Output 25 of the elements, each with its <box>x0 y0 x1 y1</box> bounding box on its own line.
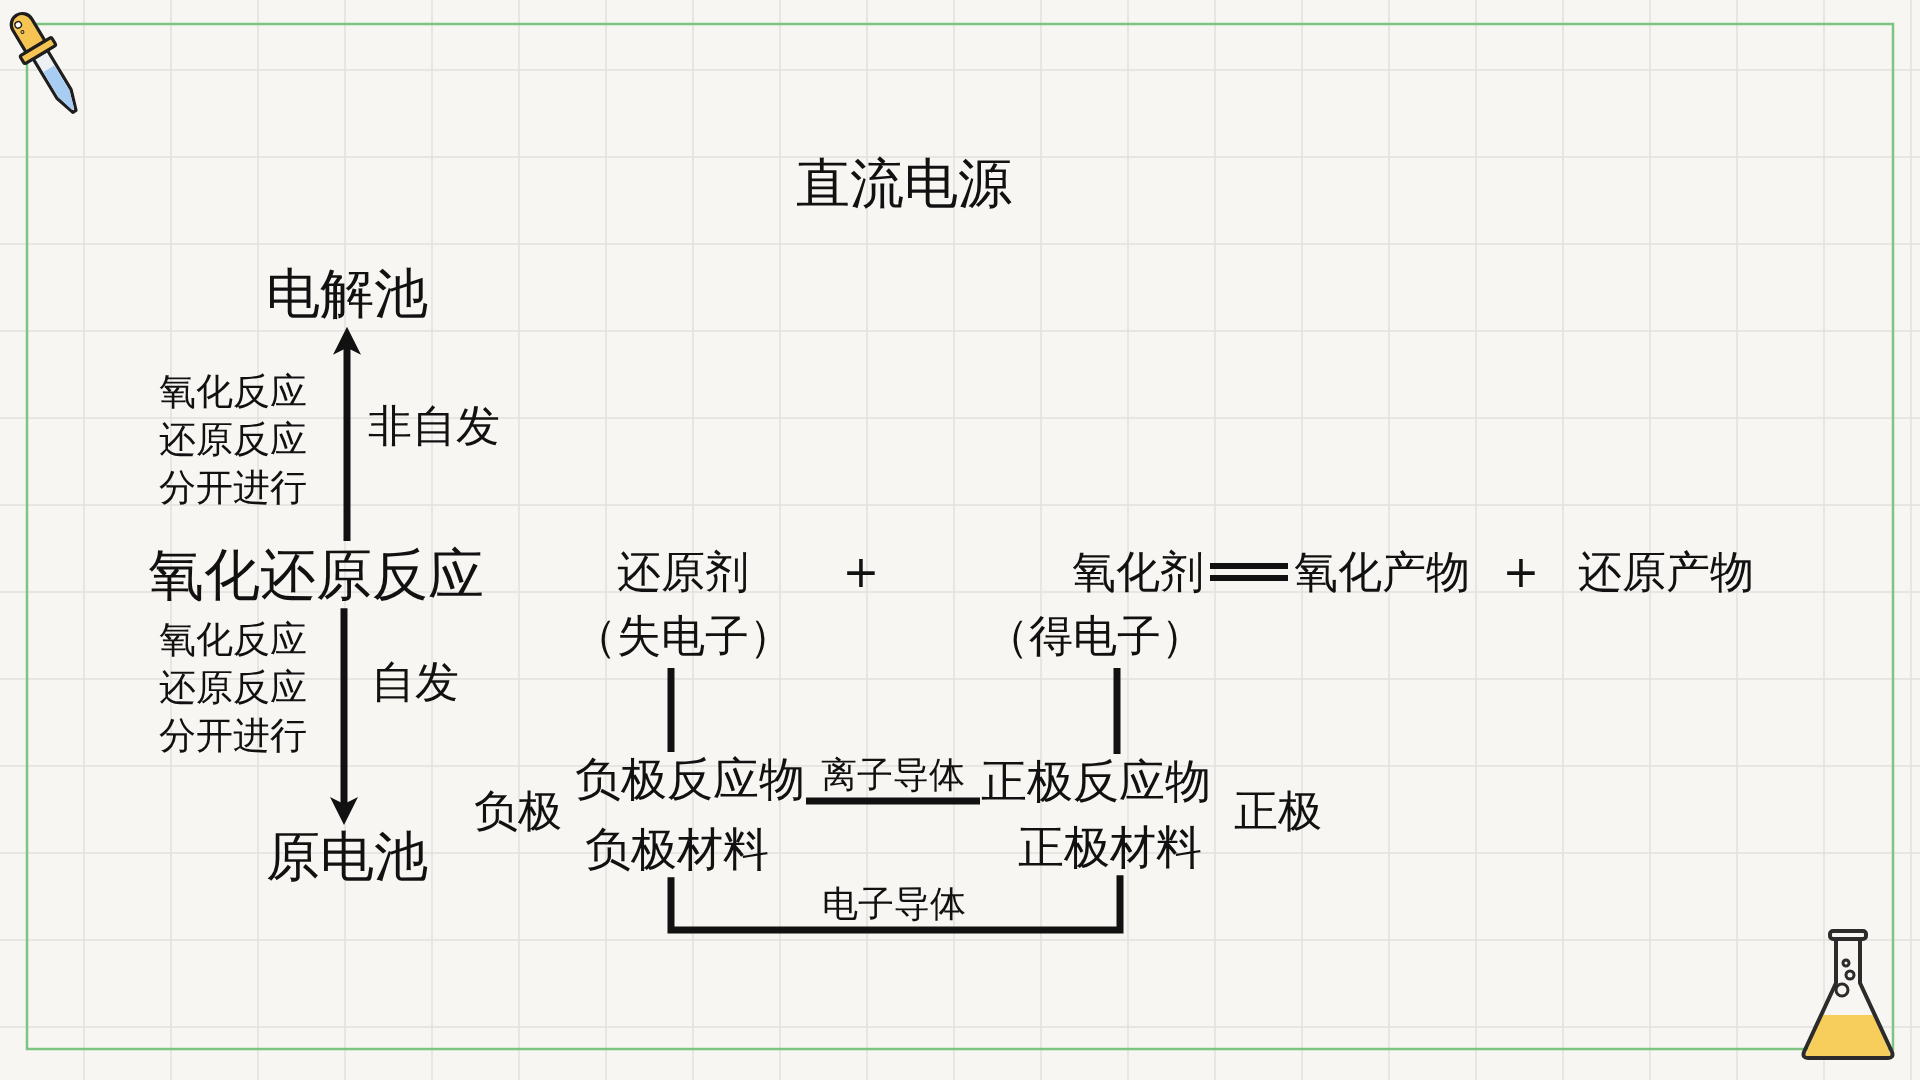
edge-label: 自发 <box>370 656 460 709</box>
electron-note: （失电子） <box>571 609 794 663</box>
side-note: 氧化反应还原反应分开进行 <box>159 369 308 511</box>
edge-label: 非自发 <box>367 400 501 453</box>
reagent-label: 还原剂 <box>615 545 750 599</box>
plus-sign: + <box>841 546 881 599</box>
reagent-label: 氧化剂 <box>1071 545 1204 599</box>
concept-label: 电解池 <box>266 262 428 327</box>
concept-label: 氧化还原反应 <box>148 541 484 609</box>
product-label: 氧化产物 <box>1288 546 1472 599</box>
electrode-material-label: 正极材料 <box>1018 820 1202 876</box>
edge-label: 离子导体 <box>821 753 965 797</box>
edge-label: 电子导体 <box>822 882 966 926</box>
electrode-reactant-label: 正极反应物 <box>980 754 1212 810</box>
electrode-material-label: 负极材料 <box>585 822 769 878</box>
concept-label: 原电池 <box>266 825 428 890</box>
electrode-label: 负极 <box>473 785 563 838</box>
electrode-reactant-label: 负极反应物 <box>574 752 806 808</box>
electrode-label: 正极 <box>1233 785 1323 838</box>
plus-sign: + <box>1501 546 1541 599</box>
heading: 直流电源 <box>796 152 1012 217</box>
electron-note: （得电子） <box>985 609 1204 663</box>
equals-sign <box>1207 563 1291 581</box>
product-label: 还原产物 <box>1578 546 1754 599</box>
side-note: 氧化反应还原反应分开进行 <box>159 617 308 759</box>
